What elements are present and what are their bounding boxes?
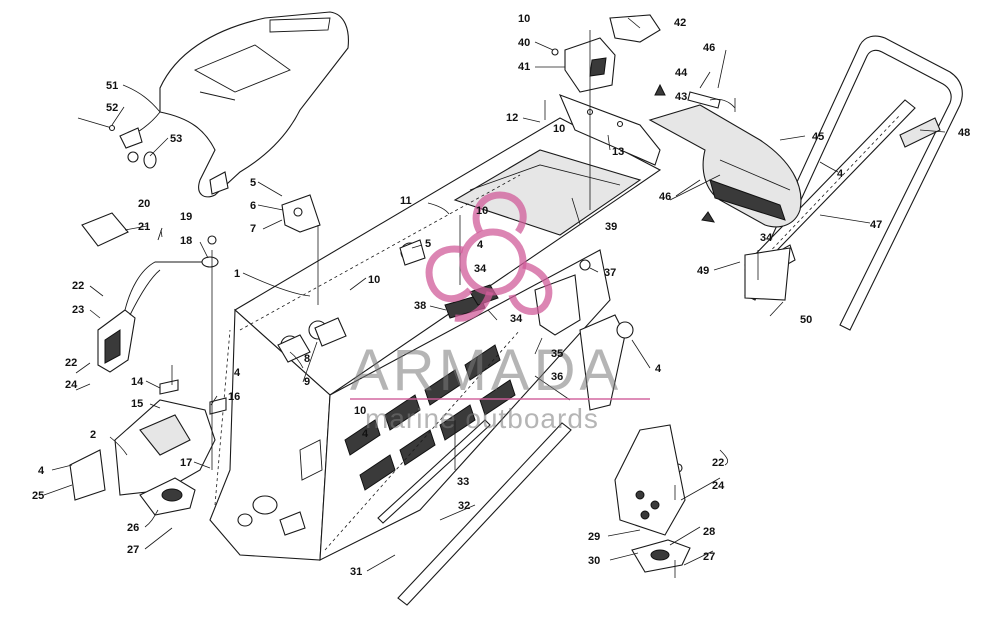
callout-4: 4 (655, 363, 662, 375)
callout-40: 40 (518, 37, 530, 49)
callout-49: 49 (697, 265, 709, 277)
callout-42: 42 (674, 17, 686, 29)
callout-46: 46 (703, 42, 715, 54)
callout-4: 4 (477, 239, 484, 251)
callout-35: 35 (551, 348, 563, 360)
callout-46: 46 (659, 191, 671, 203)
callout-41: 41 (518, 61, 530, 73)
tail-light-part (551, 14, 661, 93)
callout-6: 6 (250, 200, 256, 212)
callout-4: 4 (362, 428, 369, 440)
callout-4: 4 (38, 465, 45, 477)
callout-45: 45 (812, 131, 824, 143)
callout-50: 50 (800, 314, 812, 326)
callout-21: 21 (138, 221, 150, 233)
callout-16: 16 (228, 391, 240, 403)
callout-27: 27 (703, 551, 715, 563)
callout-10: 10 (476, 205, 488, 217)
callout-12: 12 (506, 112, 518, 124)
callout-15: 15 (131, 398, 143, 410)
callout-4: 4 (234, 367, 241, 379)
callout-7: 7 (250, 223, 256, 235)
assembly-lines (171, 30, 759, 578)
callout-39: 39 (605, 221, 617, 233)
callout-38: 38 (414, 300, 426, 312)
callout-8: 8 (304, 353, 310, 365)
callout-leaders (43, 17, 946, 572)
callout-26: 26 (127, 522, 139, 534)
callout-24: 24 (65, 379, 78, 391)
callout-2: 2 (90, 429, 96, 441)
callout-34: 34 (760, 232, 773, 244)
callout-10: 10 (518, 13, 530, 25)
callout-53: 53 (170, 133, 182, 145)
callout-19: 19 (180, 211, 192, 223)
callout-5: 5 (250, 177, 256, 189)
callout-28: 28 (703, 526, 715, 538)
callout-20: 20 (138, 198, 150, 210)
callout-34: 34 (474, 263, 487, 275)
callout-11: 11 (400, 195, 412, 207)
callout-22: 22 (65, 357, 77, 369)
watermark: ARMADA marine outboards (350, 191, 650, 434)
rods-part (377, 419, 572, 606)
left-side-parts (69, 194, 347, 516)
callout-10: 10 (354, 405, 366, 417)
callout-29: 29 (588, 531, 600, 543)
callout-43: 43 (675, 91, 687, 103)
callout-47: 47 (870, 219, 882, 231)
callout-14: 14 (131, 376, 144, 388)
callout-37: 37 (604, 267, 616, 279)
callout-22: 22 (72, 280, 84, 292)
callout-22: 22 (712, 457, 724, 469)
callout-44: 44 (675, 67, 688, 79)
callout-52: 52 (106, 102, 118, 114)
callout-51: 51 (106, 80, 118, 92)
callout-18: 18 (180, 235, 192, 247)
callout-23: 23 (72, 304, 84, 316)
callout-27: 27 (127, 544, 139, 556)
callout-48: 48 (958, 127, 970, 139)
callout-36: 36 (551, 371, 563, 383)
callout-24: 24 (712, 480, 725, 492)
callout-labels: 1 2 4 4 4 4 4 4 5 5 6 7 8 9 10 10 10 10 … (32, 13, 970, 578)
callout-30: 30 (588, 555, 600, 567)
callout-13: 13 (612, 146, 624, 158)
callout-10: 10 (368, 274, 380, 286)
seat-part (119, 11, 349, 198)
callout-34: 34 (510, 313, 523, 325)
watermark-tagline: marine outboards (365, 403, 599, 434)
callout-25: 25 (32, 490, 44, 502)
callout-32: 32 (458, 500, 470, 512)
callout-5: 5 (425, 238, 431, 250)
callout-1: 1 (234, 268, 240, 280)
callout-10: 10 (553, 123, 565, 135)
watermark-brand: ARMADA (350, 338, 622, 403)
seat-bolt-part (77, 117, 157, 169)
snow-flap-part (648, 83, 802, 228)
callout-17: 17 (180, 457, 192, 469)
callout-33: 33 (457, 476, 469, 488)
callout-31: 31 (350, 566, 362, 578)
callout-4: 4 (837, 168, 844, 180)
callout-9: 9 (304, 376, 310, 388)
